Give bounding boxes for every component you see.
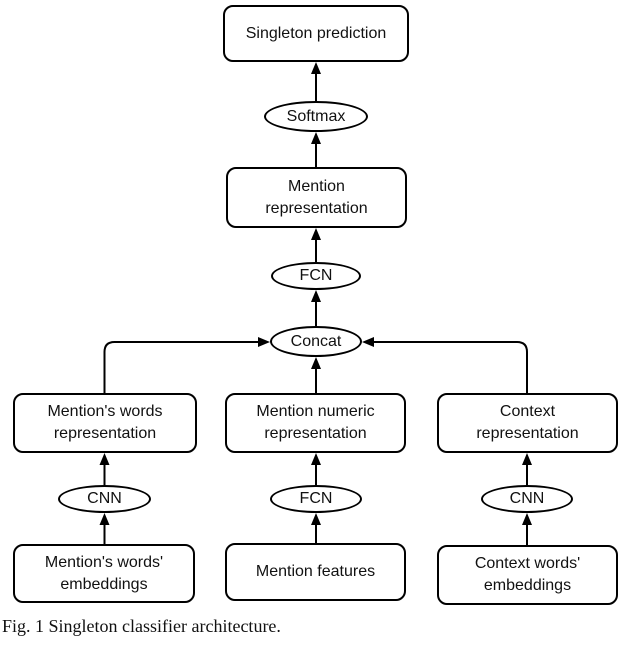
edge-context-words-embeddings-to-cnn-right [522,513,532,545]
node-mentions-words-representation: Mention's words representation [13,393,197,453]
node-mentions-words-embeddings-label: Mention's words' embeddings [44,553,164,593]
node-mention-features-label: Mention features [255,563,376,581]
node-context-representation: Context representation [437,393,618,453]
node-fcn-top: FCN [271,262,361,290]
edge-cnn-right-to-context-representation [522,453,532,485]
node-softmax: Softmax [264,101,368,132]
node-mention-representation-label: Mention representation [265,177,368,217]
node-mention-numeric-representation: Mention numeric representation [225,393,406,453]
node-cnn-right: CNN [481,485,573,513]
node-fcn-top-label: FCN [299,267,333,285]
node-cnn-left-label: CNN [87,490,122,508]
node-mention-features: Mention features [225,543,406,601]
edge-context-representation-to-concat [362,337,528,393]
node-concat-label: Concat [290,332,342,350]
node-fcn-bottom: FCN [270,485,362,513]
node-softmax-label: Softmax [286,107,346,125]
edge-mention-representation-to-softmax [311,132,321,167]
edge-fcn-bottom-to-mention-numeric-representation [311,453,321,485]
node-singleton-prediction-label: Singleton prediction [245,24,387,42]
figure-caption: Fig. 1 Singleton classifier architecture… [2,616,281,636]
node-context-representation-label: Context representation [476,403,579,442]
node-concat: Concat [270,326,362,357]
edge-mentions-words-representation-to-concat [103,337,270,393]
node-mentions-words-representation-label: Mention's words representation [47,403,163,442]
node-fcn-bottom-label: FCN [299,490,333,508]
edge-softmax-to-singleton-prediction [311,62,321,101]
edge-fcn-to-mention-representation [311,228,321,262]
edge-concat-to-fcn [311,290,321,326]
edge-mention-numeric-representation-to-concat [311,357,321,393]
edge-mention-features-to-fcn-bottom [311,513,321,543]
edge-cnn-left-to-mentions-words-representation [99,453,110,485]
node-cnn-right-label: CNN [509,490,545,508]
node-cnn-left: CNN [58,485,151,513]
node-mention-numeric-representation-label: Mention numeric representation [256,403,375,442]
node-context-words-embeddings-label: Context words' embeddings [474,555,581,594]
node-mention-representation: Mention representation [226,167,407,228]
edge-mentions-words-embeddings-to-cnn-left [99,513,110,544]
node-mentions-words-embeddings: Mention's words' embeddings [13,544,195,603]
node-context-words-embeddings: Context words' embeddings [437,545,618,605]
node-singleton-prediction: Singleton prediction [223,5,409,62]
